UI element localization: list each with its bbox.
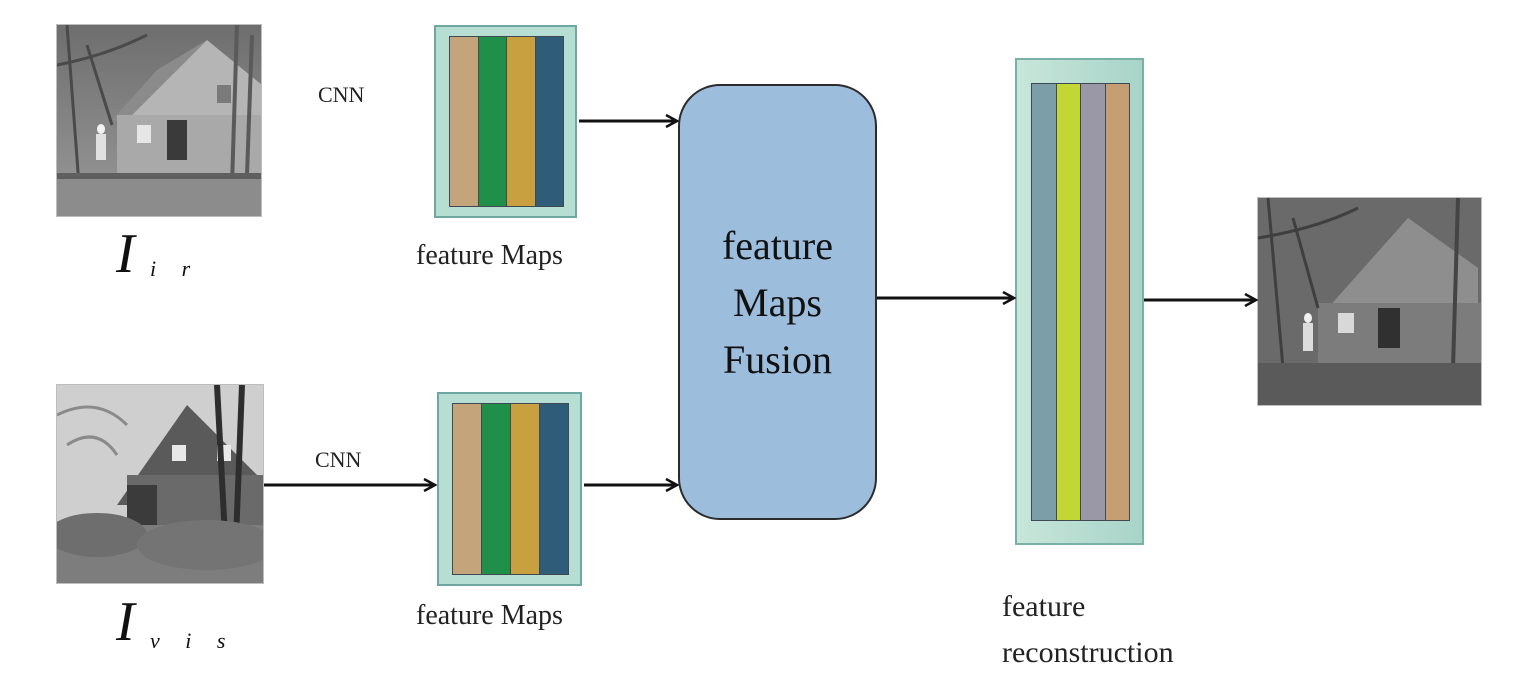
- feature-maps-fusion-block: feature Maps Fusion: [678, 84, 877, 520]
- feature-reconstruction-stack: [1015, 58, 1144, 545]
- ir-symbol: I: [116, 223, 135, 285]
- feature-map-bar: [507, 37, 536, 206]
- feature-maps-label-top: feature Maps: [416, 240, 563, 271]
- feature-maps-bottom: [437, 392, 582, 586]
- feature-map-bar: [540, 404, 568, 574]
- feature-maps-label-bottom: feature Maps: [416, 600, 563, 631]
- fusion-label: feature Maps Fusion: [721, 222, 833, 382]
- feature-map-bar: [511, 404, 540, 574]
- vis-subscript: v i s: [150, 628, 236, 653]
- vis-input-image: [56, 384, 264, 584]
- feature-maps-top: [434, 25, 577, 218]
- feature-map-bar: [535, 37, 563, 206]
- feature-map-bar: [478, 37, 507, 206]
- fused-output-image: [1257, 197, 1482, 406]
- feature-reconstruction-label: feature reconstruction: [1002, 590, 1174, 669]
- feature-map-bar: [482, 404, 511, 574]
- reconstruction-bar: [1032, 84, 1057, 520]
- vis-symbol: I: [116, 591, 135, 653]
- reconstruction-bar: [1105, 84, 1129, 520]
- cnn-label-top: CNN: [318, 82, 365, 107]
- reconstruction-bar: [1081, 84, 1106, 520]
- cnn-label-bottom: CNN: [315, 447, 362, 472]
- ir-subscript: i r: [150, 256, 201, 281]
- feature-map-bar: [453, 404, 482, 574]
- ir-input-image: [56, 24, 262, 217]
- feature-map-bar: [450, 37, 479, 206]
- reconstruction-bar: [1056, 84, 1081, 520]
